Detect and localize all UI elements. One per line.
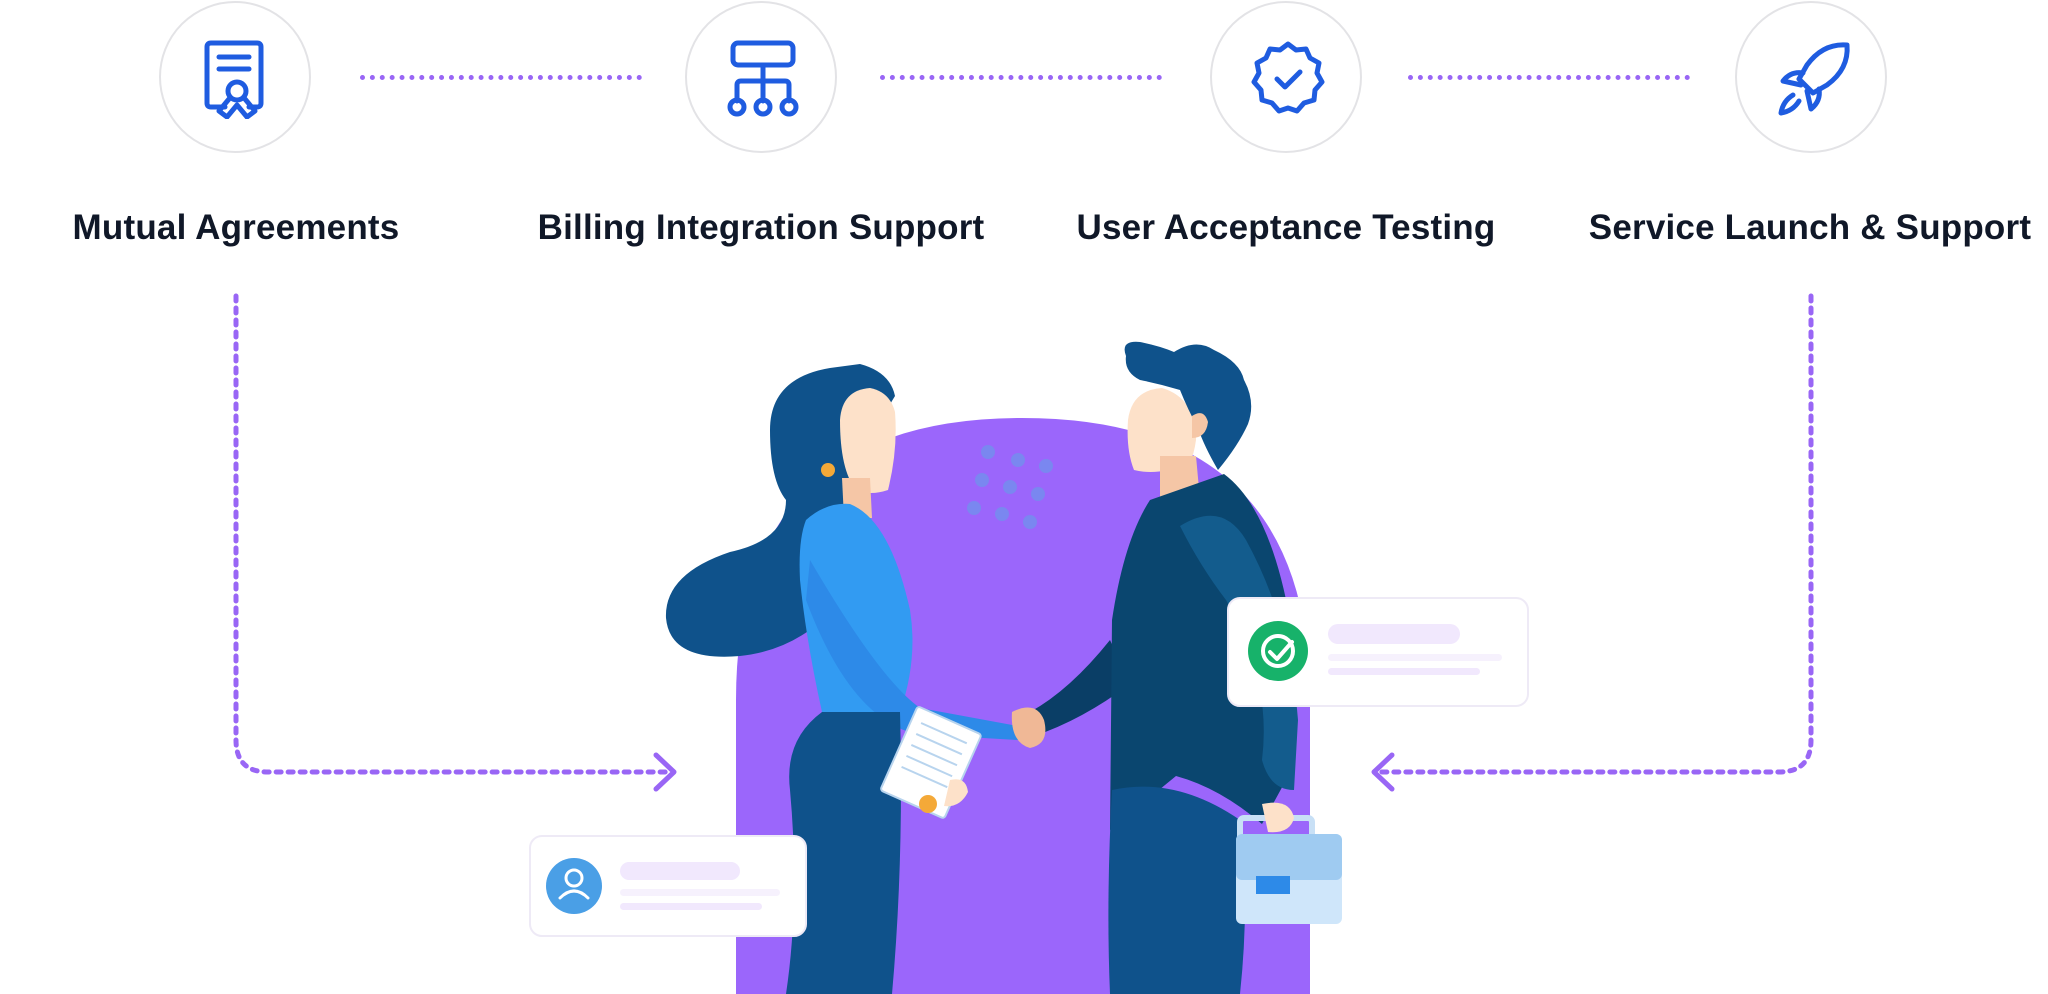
man-figure: [1011, 341, 1342, 994]
verified-badge-icon: [1251, 41, 1325, 114]
hierarchy-icon: [727, 40, 799, 117]
decorative-dots: [967, 445, 1053, 529]
step-circle-billing-integration: [685, 1, 837, 153]
step-label-service-launch: Service Launch & Support: [1588, 208, 2032, 247]
connector-3-4: [1408, 75, 1690, 80]
man-jacket-shade: [1180, 515, 1298, 790]
connector-left-return: [233, 293, 671, 775]
woman-earring: [821, 463, 835, 477]
woman-face: [840, 388, 896, 493]
connector-1-2: [360, 75, 642, 80]
man-ear: [1192, 413, 1208, 438]
man-arm: [1030, 640, 1130, 736]
step-label-mutual-agreements: Mutual Agreements: [72, 208, 400, 247]
man-pants: [1108, 786, 1245, 994]
step-circle-user-acceptance: [1210, 1, 1362, 153]
step-label-user-acceptance: User Acceptance Testing: [1076, 208, 1496, 247]
connector-2-3: [880, 75, 1162, 80]
rocket-icon: [1778, 42, 1850, 116]
step-label-billing-integration: Billing Integration Support: [537, 208, 985, 247]
arrow-left-head: [1371, 752, 1395, 792]
step-circle-service-launch: [1735, 1, 1887, 153]
woman-figure: [665, 364, 1018, 994]
step-circle-mutual-agreements: [159, 1, 311, 153]
woman-arm: [806, 560, 1018, 740]
user-card: [529, 835, 807, 937]
man-hand-right: [1262, 802, 1294, 833]
arrow-right-head: [653, 752, 677, 792]
man-hand: [1011, 707, 1046, 748]
man-hair: [1124, 341, 1252, 470]
certificate-icon: [204, 40, 264, 119]
woman-top: [799, 503, 913, 712]
woman-hand: [944, 779, 968, 807]
check-circle-icon: [1248, 621, 1308, 681]
woman-pants: [786, 712, 901, 994]
connector-right-return: [1377, 293, 1814, 775]
check-card: [1227, 597, 1529, 707]
